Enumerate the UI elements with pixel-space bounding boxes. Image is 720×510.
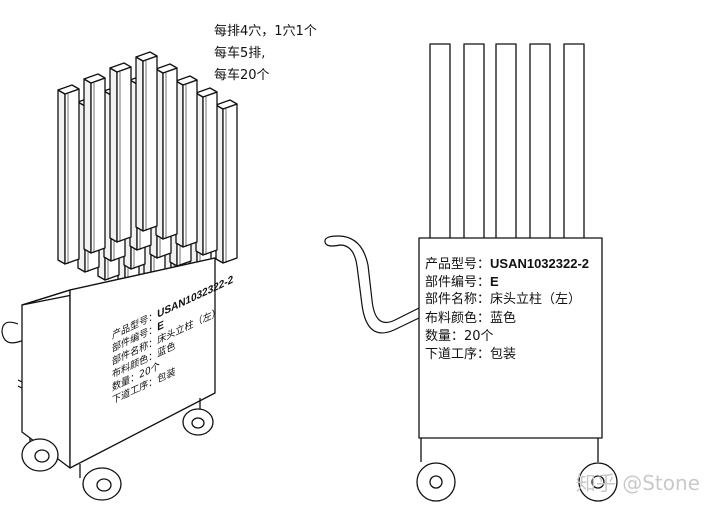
label-part-no-row: 部件编号：E — [425, 273, 499, 291]
label-key: 产品型号： — [425, 257, 491, 272]
front-view-cart — [324, 43, 618, 502]
label-key: 布料颜色： — [425, 311, 491, 326]
iso-box-front-face — [69, 257, 216, 469]
iso-bar-top — [215, 99, 238, 110]
label-key: 部件名称： — [425, 292, 491, 307]
label-next-process-row: 下道工序：包装 — [425, 346, 516, 363]
label-key: 数量： — [425, 329, 465, 344]
label-value: USAN1032322-2 — [490, 256, 590, 271]
iso-bars — [57, 51, 238, 297]
iso-bar-top — [109, 62, 132, 73]
label-key: 部件编号： — [425, 275, 491, 290]
watermark: 知乎 @Stone — [575, 471, 700, 495]
iso-bar-top — [155, 63, 178, 74]
label-part-name-row: 部件名称：床头立柱（左） — [425, 291, 581, 308]
push-handle — [324, 235, 420, 334]
upright-post — [429, 43, 451, 241]
iso-bar-front — [182, 79, 198, 248]
label-qty-row: 数量：20个 — [425, 328, 494, 345]
iso-bar-front — [202, 91, 218, 256]
label-value: 床头立柱（左） — [490, 292, 582, 307]
label-value: 包装 — [490, 347, 517, 362]
iso-bar-front — [162, 67, 178, 240]
iso-wheel-hub — [34, 449, 50, 463]
iso-wheel-hub — [96, 478, 112, 492]
iso-bar-front — [64, 88, 80, 265]
label-model-row: 产品型号：USAN1032322-2 — [425, 255, 589, 273]
iso-bar-front — [90, 77, 106, 254]
left-wheel-hub — [429, 475, 443, 489]
note-holes-per-row: 每排4穴，1穴1个 — [214, 24, 317, 39]
iso-bar-side — [109, 67, 118, 243]
label-value: 20个 — [464, 329, 494, 344]
iso-wheel-hub — [191, 417, 205, 429]
upright-post — [563, 43, 585, 241]
iso-bar-front — [116, 66, 132, 243]
label-key: 下道工序： — [425, 347, 491, 362]
note-pieces-per-cart: 每车20个 — [214, 68, 270, 83]
iso-bar-top — [175, 75, 198, 86]
iso-bar-top — [57, 84, 80, 95]
label-value: 蓝色 — [490, 311, 517, 326]
iso-bar-side — [83, 78, 92, 254]
iso-bar-side — [57, 89, 66, 265]
label-fabric-row: 布料颜色：蓝色 — [425, 310, 516, 327]
isometric-cart — [1, 51, 238, 501]
iso-bar-front — [222, 103, 238, 264]
upright-post — [529, 43, 551, 241]
iso-bar-side — [135, 56, 144, 232]
label-value: E — [490, 274, 499, 289]
upright-post — [463, 43, 485, 241]
iso-bar-front — [142, 55, 158, 232]
note-rows-per-cart: 每车5排, — [214, 46, 266, 61]
right-wheel-hub — [591, 475, 605, 489]
cart-box-front — [418, 237, 603, 439]
upright-post — [495, 43, 517, 241]
iso-bar-top — [83, 73, 106, 84]
iso-bar-top — [195, 87, 218, 98]
iso-bar-top — [135, 51, 158, 62]
upright-posts — [429, 43, 585, 241]
